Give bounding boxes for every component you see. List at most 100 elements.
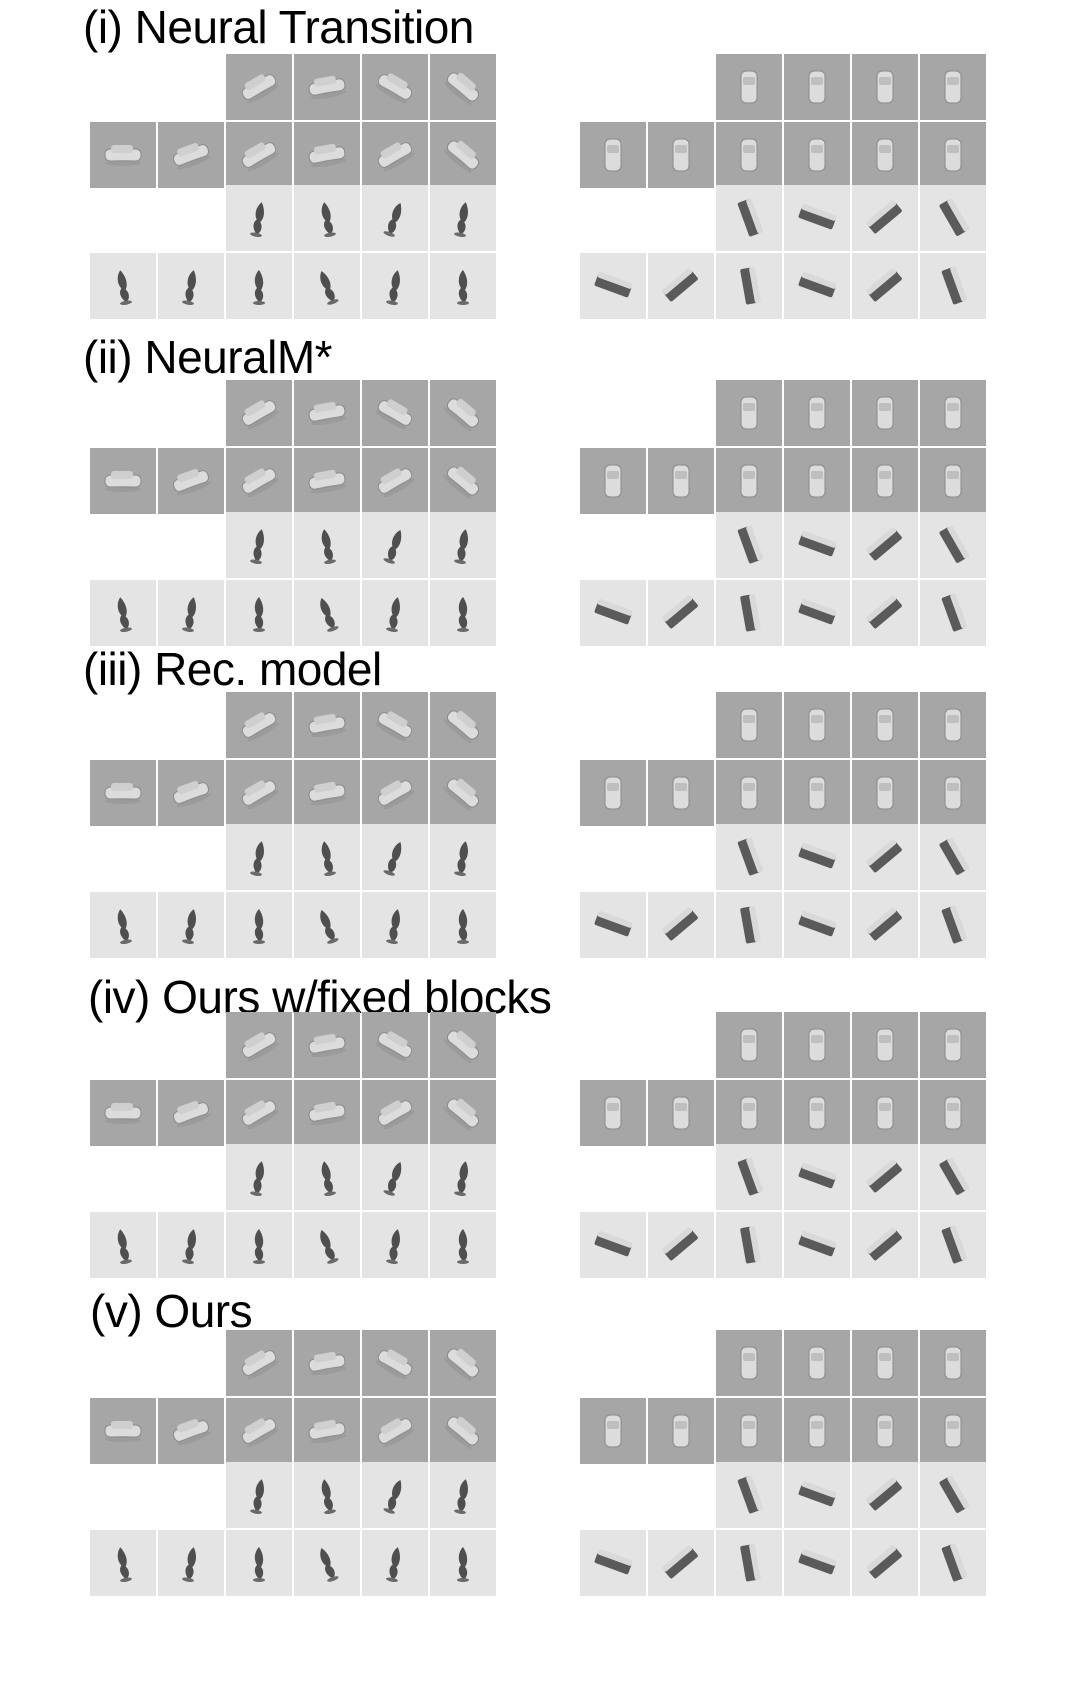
cartop-image xyxy=(808,70,826,104)
cartop-thumbnail xyxy=(852,1398,918,1464)
cartop-image xyxy=(740,1346,758,1380)
box-image xyxy=(866,595,902,629)
car-thumbnail xyxy=(362,1330,428,1396)
box-thumbnail xyxy=(852,253,918,319)
cartop-thumbnail xyxy=(580,760,646,826)
figure-image xyxy=(457,1547,469,1582)
cartop-thumbnail xyxy=(784,1398,850,1464)
figure-image xyxy=(250,1479,264,1514)
car-thumbnail xyxy=(226,448,292,514)
box-image xyxy=(740,267,761,305)
figure-thumbnail xyxy=(430,1212,496,1278)
car-image xyxy=(241,780,279,810)
box-thumbnail xyxy=(716,512,782,578)
empty-slot xyxy=(90,1330,156,1396)
car-image xyxy=(443,778,480,811)
car-image xyxy=(375,711,413,742)
cartop-image xyxy=(604,776,622,810)
car-image xyxy=(443,398,480,431)
box-image xyxy=(941,1543,968,1582)
left-car-grid xyxy=(90,1330,496,1464)
right-car-grid xyxy=(580,692,986,826)
box-image xyxy=(737,837,764,876)
box-image xyxy=(798,842,837,869)
cartop-image xyxy=(740,1414,758,1448)
box-thumbnail xyxy=(648,892,714,958)
right-car-grid xyxy=(580,54,986,188)
box-image xyxy=(939,525,970,563)
cartop-thumbnail xyxy=(920,122,986,188)
cartop-image xyxy=(672,1096,690,1130)
left-car-grid xyxy=(90,692,496,826)
figure-image xyxy=(250,1161,264,1196)
box-thumbnail xyxy=(920,512,986,578)
empty-slot xyxy=(158,824,224,890)
car-image xyxy=(308,1419,347,1444)
box-thumbnail xyxy=(648,1212,714,1278)
car-thumbnail xyxy=(430,760,496,826)
car-thumbnail xyxy=(226,692,292,758)
car-image xyxy=(241,1418,279,1448)
cartop-thumbnail xyxy=(920,448,986,514)
figure-thumbnail xyxy=(362,892,428,958)
figure-image xyxy=(383,1161,402,1196)
empty-slot xyxy=(90,1144,156,1210)
cartop-image xyxy=(944,1414,962,1448)
cartop-image xyxy=(740,138,758,172)
car-image xyxy=(443,1030,480,1063)
figure-thumbnail xyxy=(294,1212,360,1278)
figure-thumbnail xyxy=(362,824,428,890)
figure-image xyxy=(457,909,469,944)
car-image xyxy=(241,1100,279,1130)
box-thumbnail xyxy=(852,580,918,646)
figure-thumbnail xyxy=(362,1144,428,1210)
cartop-image xyxy=(672,1414,690,1448)
cartop-thumbnail xyxy=(852,692,918,758)
box-thumbnail xyxy=(716,185,782,251)
figure-thumbnail xyxy=(90,1212,156,1278)
car-thumbnail xyxy=(226,380,292,446)
section-title: (v) Ours xyxy=(90,1285,253,1337)
box-thumbnail xyxy=(852,1212,918,1278)
car-image xyxy=(375,399,413,430)
car-thumbnail xyxy=(430,1080,496,1146)
section-title: (iii) Rec. model xyxy=(83,643,382,695)
car-thumbnail xyxy=(90,122,156,188)
empty-slot xyxy=(158,512,224,578)
figure-thumbnail xyxy=(158,580,224,646)
car-image xyxy=(172,1419,211,1446)
figure-thumbnail xyxy=(158,1530,224,1596)
cartop-image xyxy=(876,396,894,430)
car-thumbnail xyxy=(430,1398,496,1464)
figure-image xyxy=(182,1229,196,1264)
car-image xyxy=(308,75,347,100)
cartop-image xyxy=(944,464,962,498)
car-image xyxy=(377,1418,415,1448)
figure-image xyxy=(117,597,132,632)
empty-slot xyxy=(648,1330,714,1396)
cartop-image xyxy=(876,708,894,742)
figure-image xyxy=(386,1229,400,1264)
empty-slot xyxy=(90,54,156,120)
cartop-thumbnail xyxy=(648,448,714,514)
empty-slot xyxy=(90,824,156,890)
box-thumbnail xyxy=(716,892,782,958)
figure-thumbnail xyxy=(362,185,428,251)
empty-slot xyxy=(90,1012,156,1078)
box-thumbnail xyxy=(852,512,918,578)
figure-image xyxy=(320,1229,339,1264)
figure-image xyxy=(383,529,402,564)
figure-image xyxy=(383,202,402,237)
figure-image xyxy=(320,270,339,305)
figure-image xyxy=(386,1547,400,1582)
right-box-grid xyxy=(580,185,986,319)
empty-slot xyxy=(580,185,646,251)
figure-image xyxy=(117,1229,132,1264)
figure-image xyxy=(250,841,264,876)
left-car-grid xyxy=(90,54,496,188)
figure-thumbnail xyxy=(294,1530,360,1596)
empty-slot xyxy=(90,512,156,578)
figure-image xyxy=(386,909,400,944)
box-thumbnail xyxy=(784,1530,850,1596)
figure-thumbnail xyxy=(226,512,292,578)
